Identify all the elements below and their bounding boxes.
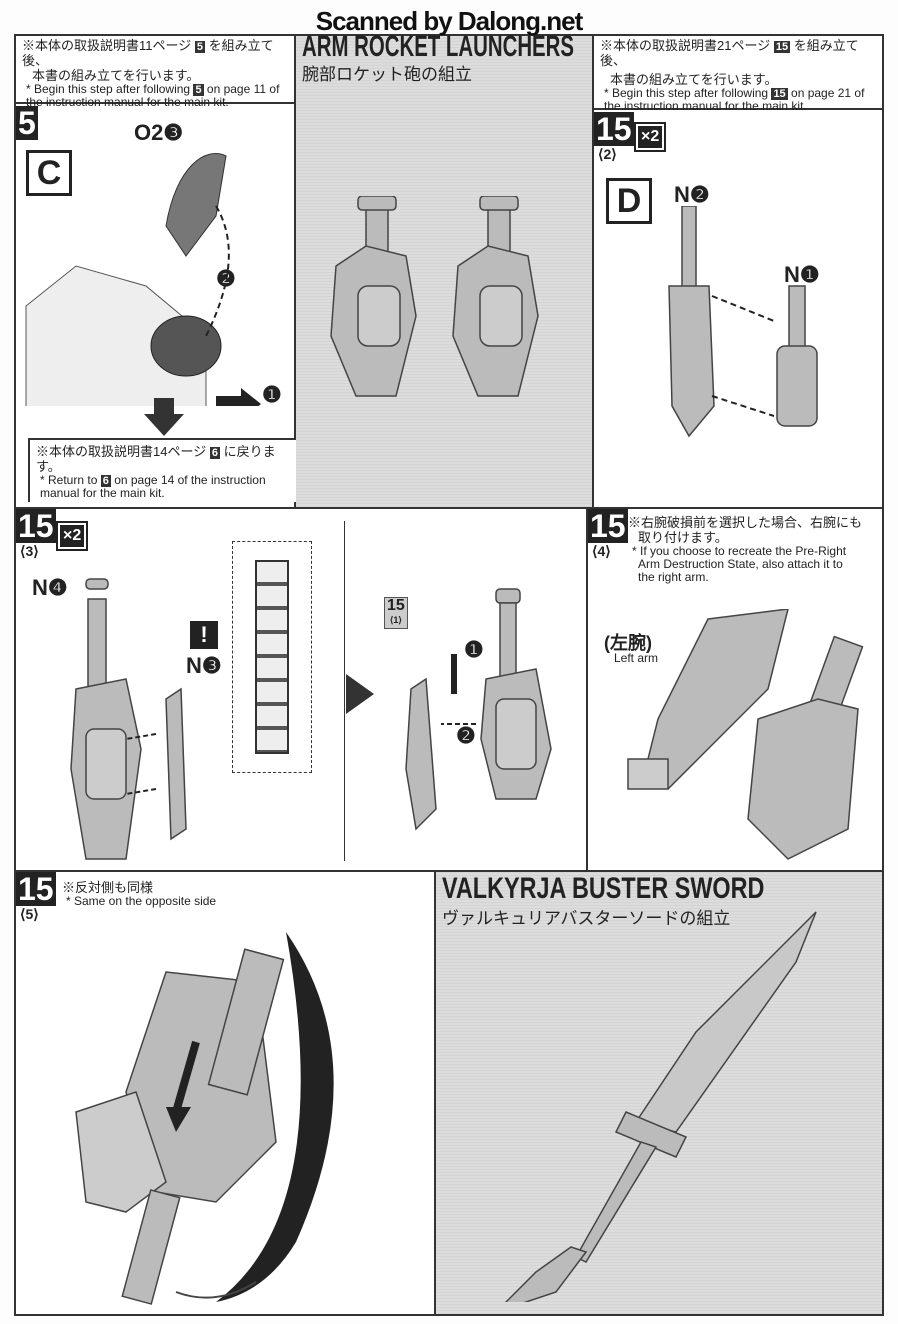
- step-number: 15: [16, 871, 56, 907]
- watermark: Scanned by Dalong.net: [315, 6, 584, 36]
- note-text: ※本体の取扱説明書11ページ: [22, 38, 192, 53]
- step-letter: C: [26, 150, 72, 196]
- note-text: the instruction manual for the main kit.: [26, 95, 229, 109]
- ref-number: 15: [387, 597, 405, 614]
- arm-rocket-launchers-panel: ARM ROCKET LAUNCHERS 腕部ロケット砲の組立: [294, 30, 594, 509]
- quantity-badge: ×2: [55, 521, 89, 551]
- note-text: 取り付けます。: [638, 530, 728, 545]
- step15-4-note: ※右腕破損前を選択した場合、右腕にも 取り付けます。 * If you choo…: [628, 515, 884, 584]
- note-text: に戻ります。: [36, 444, 276, 474]
- note-text: on page 21 of: [791, 86, 865, 100]
- right-arrow-icon: [346, 674, 374, 714]
- step-sub: ⟨3⟩: [20, 543, 39, 559]
- section-title: ARM ROCKET LAUNCHERS: [302, 30, 574, 63]
- step-number: 5: [16, 105, 38, 141]
- step-badge: 6: [209, 447, 220, 459]
- step15-4-panel: 15 ⟨4⟩ ※右腕破損前を選択した場合、右腕にも 取り付けます。 * If y…: [586, 507, 884, 872]
- quantity-badge: ×2: [633, 122, 667, 152]
- part-label: N❹: [32, 575, 68, 600]
- step15-2-panel: ※本体の取扱説明書21ページ 15 を組み立て後、 本書の組み立てを行います。 …: [592, 34, 884, 509]
- detail-inset: [232, 541, 312, 773]
- arm-label-en: Left arm: [614, 651, 659, 665]
- note-text: * Begin this step after following: [604, 86, 769, 100]
- note-text: ※反対側も同様: [62, 880, 154, 895]
- arrow-step-label: ❶: [464, 637, 484, 662]
- note-text: を組み立て後、: [22, 38, 274, 68]
- step-number: 15: [16, 508, 56, 544]
- down-arrow-icon: [144, 398, 184, 436]
- rocket-launcher-illustration: [330, 196, 539, 397]
- step-number: 15: [588, 508, 628, 544]
- step-number: 15: [594, 111, 634, 147]
- part-label: O2❸: [134, 120, 184, 145]
- top-left-note: ※本体の取扱説明書11ページ 5 を組み立て後、 本書の組み立てを行います。 *…: [22, 38, 292, 109]
- valkyrja-buster-sword-panel: VALKYRJA BUSTER SWORD ヴァルキュリアバスターソードの組立: [434, 870, 884, 1316]
- launcher-assembly-illustration: [668, 206, 818, 438]
- gundam-torso-illustration: [25, 153, 261, 406]
- sword-illustration: [504, 911, 817, 1302]
- note-text: manual for the main kit.: [40, 486, 165, 500]
- top-right-note: ※本体の取扱説明書21ページ 15 を組み立て後、 本書の組み立てを行います。 …: [600, 38, 880, 113]
- note-text: ※右腕破損前を選択した場合、右腕にも: [628, 515, 863, 530]
- note-text: 本書の組み立てを行います。: [32, 68, 200, 83]
- section-subtitle: 腕部ロケット砲の組立: [302, 65, 472, 84]
- arrow-step-label: ❷: [456, 723, 476, 748]
- step-badge: 6: [100, 475, 111, 487]
- return-note: ※本体の取扱説明書14ページ 6 に戻ります。 * Return to 6 on…: [28, 438, 296, 502]
- note-text: on page 11 of: [206, 82, 280, 96]
- ref-sub: ⟨1⟩: [389, 615, 402, 625]
- warning-icon: !: [190, 621, 218, 649]
- part-label: N❷: [674, 182, 710, 207]
- step15-5-panel: 15 ⟨5⟩ ※反対側も同様 * Same on the opposite si…: [14, 870, 436, 1316]
- step-sub: ⟨5⟩: [20, 906, 39, 922]
- section-subtitle: ヴァルキュリアバスターソードの組立: [442, 909, 731, 928]
- note-text: 本書の組み立てを行います。: [610, 72, 778, 87]
- note-text: Arm Destruction State, also attach it to: [638, 557, 843, 571]
- step15-3-panel: 15 ⟨3⟩ ×2 ! 15⟨1⟩ N❹ N❸ ❶ ❷: [14, 507, 588, 872]
- note-text: * Return to: [40, 473, 98, 487]
- arm-attach-illustration: [75, 932, 334, 1305]
- note-text: * Begin this step after following: [26, 82, 191, 96]
- arrow-step-label: ❶: [262, 382, 282, 407]
- step-badge: 15: [771, 88, 788, 100]
- arm-label-jp: (左腕): [604, 633, 652, 653]
- part-label: N❶: [784, 262, 820, 287]
- part-label: N❸: [186, 653, 222, 678]
- note-text: the instruction manual for the main kit.: [604, 99, 807, 113]
- arrow-step-label: ❷: [216, 266, 236, 291]
- step-badge: 5: [194, 41, 205, 53]
- note-text: * Same on the opposite side: [66, 894, 217, 908]
- note-text: ※本体の取扱説明書14ページ: [36, 444, 207, 459]
- left-arm-illustration: [627, 609, 864, 860]
- note-text: on page 14 of the instruction: [114, 473, 266, 487]
- note-text: the right arm.: [638, 570, 709, 584]
- step5-panel: ※本体の取扱説明書11ページ 5 を組み立て後、 本書の組み立てを行います。 *…: [14, 34, 296, 509]
- step-sub: ⟨4⟩: [592, 543, 611, 559]
- step-sub: ⟨2⟩: [598, 146, 617, 162]
- note-text: を組み立て後、: [600, 38, 859, 68]
- step-badge: 5: [193, 84, 204, 96]
- step15-5-note: ※反対側も同様 * Same on the opposite side: [62, 880, 216, 908]
- note-text: ※本体の取扱説明書21ページ: [600, 38, 771, 53]
- step-letter: D: [606, 178, 652, 224]
- section-title: VALKYRJA BUSTER SWORD: [442, 872, 765, 905]
- note-text: * If you choose to recreate the Pre-Righ…: [632, 544, 847, 558]
- reference-step: 15⟨1⟩: [384, 597, 408, 629]
- step-badge: 15: [773, 41, 791, 53]
- launcher-parts-illustration: [70, 578, 552, 860]
